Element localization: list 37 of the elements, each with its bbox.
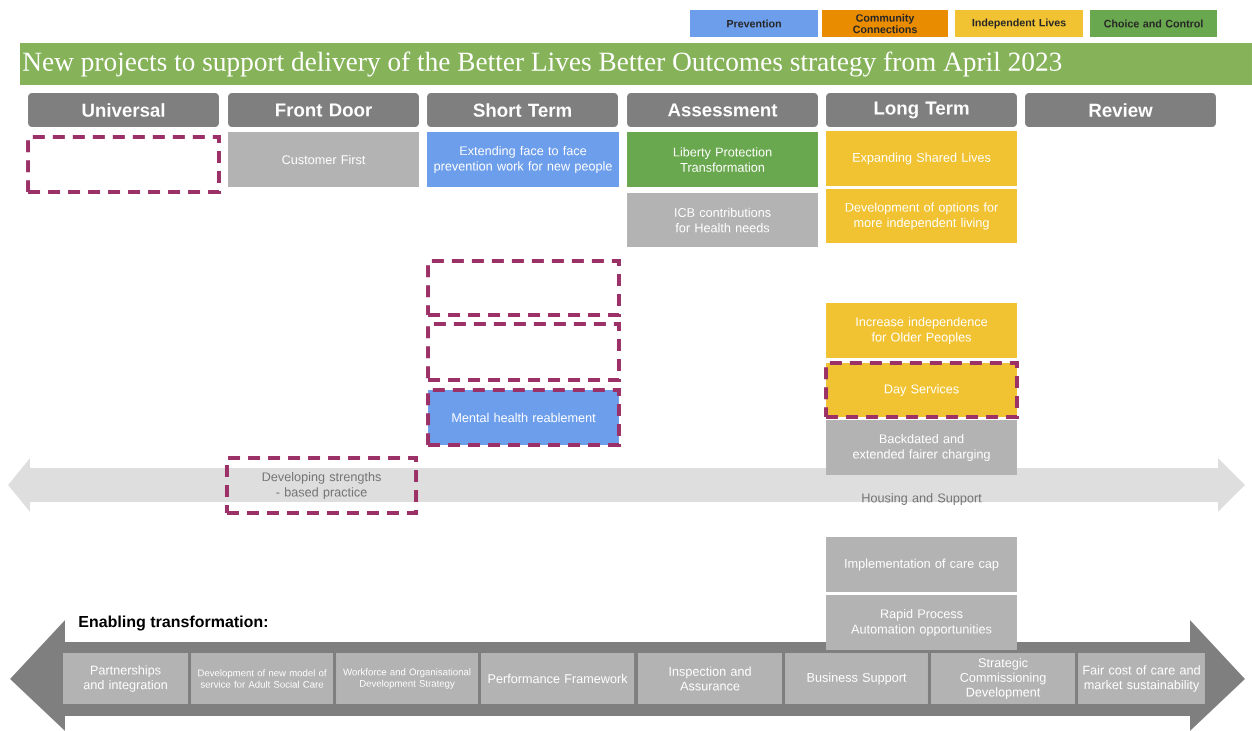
project-box: Rapid Process Automation opportunities — [826, 595, 1017, 650]
legend-item: Community Connections — [822, 10, 948, 37]
project-box: Customer First — [228, 132, 419, 187]
enabler-box: Fair cost of care and market sustainability — [1078, 653, 1205, 704]
legend-item: Choice and Control — [1090, 10, 1217, 37]
enabler-box: Workforce and Organisational Development Strategy — [336, 653, 478, 704]
dashed-box — [26, 135, 221, 194]
section-label: Enabling transformation: — [79, 615, 267, 631]
project-box: Backdated and extended fairer charging — [826, 420, 1017, 475]
project-box: Increase independence for Older Peoples — [826, 303, 1017, 358]
legend-item: Independent Lives — [955, 10, 1083, 37]
project-box: Extending face to face prevention work for new people — [427, 132, 619, 187]
column-header: Long Term — [826, 93, 1017, 127]
enabler-box: Partnerships and integration — [63, 653, 189, 704]
dashed-box — [426, 322, 621, 382]
project-box: Implementation of care cap — [826, 537, 1017, 592]
column-header: Review — [1025, 93, 1216, 127]
dashed-box — [426, 259, 621, 317]
project-box: Development of options for more independent living — [826, 189, 1017, 243]
project-label: Housing and Support — [862, 493, 982, 505]
column-header: Universal — [28, 93, 219, 127]
project-box: ICB contributions for Health needs — [627, 193, 818, 247]
enabler-box: Strategic Commissioning Development — [931, 653, 1075, 704]
column-header: Short Term — [427, 93, 618, 127]
project-box: Developing strengths - based practice — [225, 456, 419, 515]
column-header: Front Door — [228, 93, 419, 127]
legend-item: Prevention — [690, 10, 818, 37]
enabler-box: Business Support — [785, 653, 928, 704]
enabler-box: Inspection and Assurance — [638, 653, 782, 704]
project-box: Day Services — [824, 361, 1019, 419]
enabler-box: Development of new model of service for Adult Social Care — [191, 653, 333, 704]
project-box: Mental health reablement — [426, 388, 621, 447]
column-header: Assessment — [627, 93, 818, 127]
project-box: Liberty Protection Transformation — [627, 132, 818, 187]
enabler-box: Performance Framework — [481, 653, 635, 704]
project-box: Expanding Shared Lives — [826, 131, 1017, 186]
title-banner: New projects to support delivery of the Better Lives Better Outcomes strategy from April 2023 — [20, 43, 1252, 85]
